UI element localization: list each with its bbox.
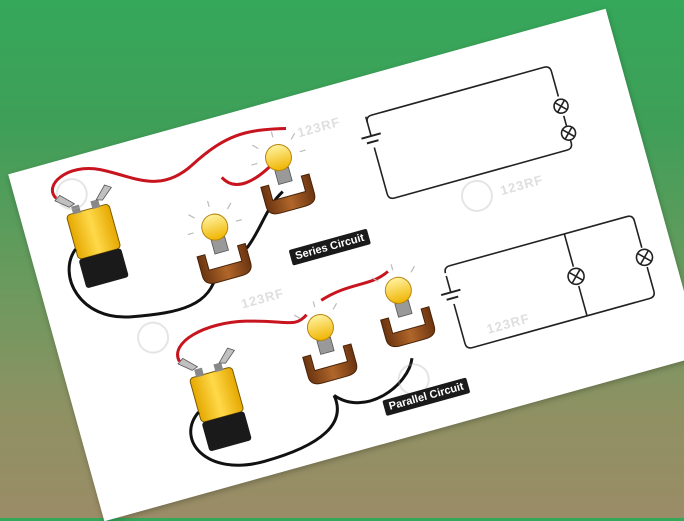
series-alligator-clip-icon: [54, 184, 113, 208]
series-light-bulb-icon-1: [187, 200, 252, 284]
series-light-bulb-icon-2: [251, 131, 316, 215]
series-black-wire: [67, 248, 219, 319]
diagram-card: 123RF 123RF 123RF 123RF Series Circuit P…: [8, 8, 684, 521]
parallel-light-bulb-icon-2: [371, 264, 436, 348]
series-battery-icon: [66, 199, 129, 288]
parallel-battery-icon: [189, 362, 252, 451]
parallel-light-bulb-icon-1: [293, 301, 358, 385]
parallel-black-wire: [189, 394, 339, 467]
parallel-red-wire: [176, 313, 308, 363]
parallel-schematic: [440, 215, 655, 349]
series-bulb-symbol-icon-2: [560, 125, 577, 141]
parallel-alligator-clip-icon: [177, 347, 236, 371]
parallel-bulb-symbol-icon-1: [567, 267, 585, 286]
series-schematic: [361, 66, 577, 200]
circuit-illustration: [50, 66, 655, 467]
series-bulb-symbol-icon-1: [553, 98, 569, 114]
series-red-wire: [50, 126, 287, 200]
parallel-bulb-symbol-icon-2: [635, 248, 654, 267]
